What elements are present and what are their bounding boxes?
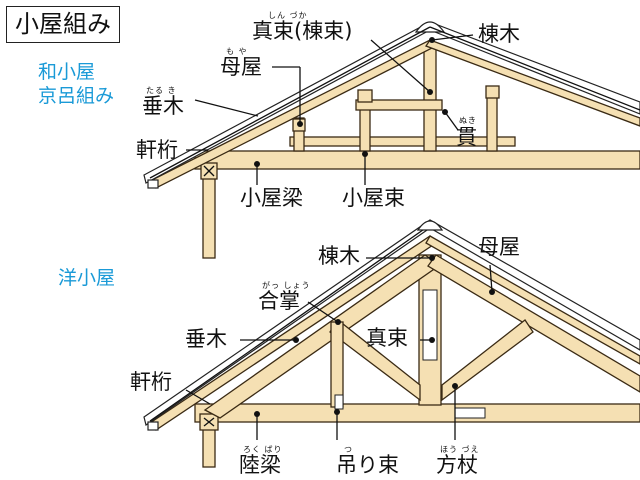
ws-bolt-plate	[422, 289, 438, 361]
ws-tile-line	[149, 224, 431, 422]
jp-leader-taruki	[194, 99, 259, 117]
jp-leader-nuki	[444, 111, 459, 131]
ws-gassho-right	[427, 254, 640, 393]
jp-nokigeta-label: 軒桁	[136, 138, 178, 162]
japanese-roof-structure	[143, 21, 640, 259]
jp-taruki-ruby: たる き	[146, 86, 177, 95]
jp-taruki-label: 垂木	[142, 94, 184, 118]
ws-nokigeta-mark	[203, 417, 215, 427]
ws-munagi-label: 棟木	[318, 244, 360, 268]
ws-nokigeta-label: 軒桁	[130, 370, 172, 394]
jp-nuki-label: 貫	[456, 125, 477, 149]
ws-taruki-right	[425, 235, 640, 365]
ws-houzue-label: 方杖	[436, 453, 478, 477]
jp-eave-end	[147, 179, 159, 189]
jp-moya-block	[357, 89, 373, 103]
ws-shinzuka-label: 真束	[366, 326, 408, 350]
western-heading: 洋小屋	[58, 267, 116, 289]
ws-tsurizuka-label: 吊り束	[336, 453, 399, 477]
ws-gassho-ruby: がっ しょう	[262, 281, 311, 290]
ws-rokubari	[194, 403, 640, 423]
jp-koyabari-beam	[194, 150, 640, 170]
jp-leader-shinzuka	[370, 39, 431, 93]
ws-leader-moya	[489, 264, 493, 293]
jp-moya-label: 母屋	[220, 55, 262, 79]
page-title: 小屋組み	[6, 6, 120, 43]
ws-houzue-ruby: ほう づえ	[440, 445, 480, 454]
jp-munagi-label: 棟木	[478, 22, 520, 46]
jp-nuki	[289, 136, 516, 147]
jp-shinzuka-label: 真束(棟束)	[252, 19, 353, 43]
jp-koyazuka-label: 小屋束	[342, 186, 405, 210]
ws-rokubari-ruby: ろく ばり	[243, 445, 283, 454]
western-roof-structure	[143, 219, 640, 468]
jp-koyazuka	[293, 117, 305, 152]
ws-tsurizuka	[330, 321, 344, 408]
ws-gassho-label: 合掌	[258, 289, 300, 313]
ws-eave-end	[147, 421, 159, 431]
jp-taruki-right	[425, 39, 640, 127]
ws-tsurizuka-ruby: つ	[344, 445, 353, 454]
jp-nuki-upper	[355, 99, 443, 111]
jp-moya-block	[485, 85, 500, 99]
ws-rokubari-label: 陸梁	[239, 453, 281, 477]
ws-leader-gassho	[307, 301, 339, 323]
ws-taruki-label: 垂木	[185, 327, 227, 351]
ws-leader-nokigeta	[185, 389, 211, 405]
jp-shinzuka-ruby: しん づか	[268, 11, 308, 20]
jp-leader-munagi	[431, 34, 474, 41]
jp-koyabari-label: 小屋梁	[240, 186, 303, 210]
jp-nokigeta-mark	[203, 165, 215, 177]
ws-ridge-tile	[416, 220, 444, 231]
japanese-heading-1: 和小屋	[38, 61, 96, 83]
ws-moya-label: 母屋	[478, 235, 520, 259]
jp-nuki-ruby: ぬき	[459, 116, 477, 125]
jp-moya-ruby: も や	[226, 47, 248, 56]
ws-joint-plate	[454, 407, 486, 419]
ws-strap	[334, 394, 344, 410]
jp-tile-line	[149, 26, 431, 179]
jp-tile-line	[429, 26, 640, 111]
ws-houzue	[441, 319, 534, 402]
japanese-heading-2: 京呂組み	[38, 85, 115, 107]
